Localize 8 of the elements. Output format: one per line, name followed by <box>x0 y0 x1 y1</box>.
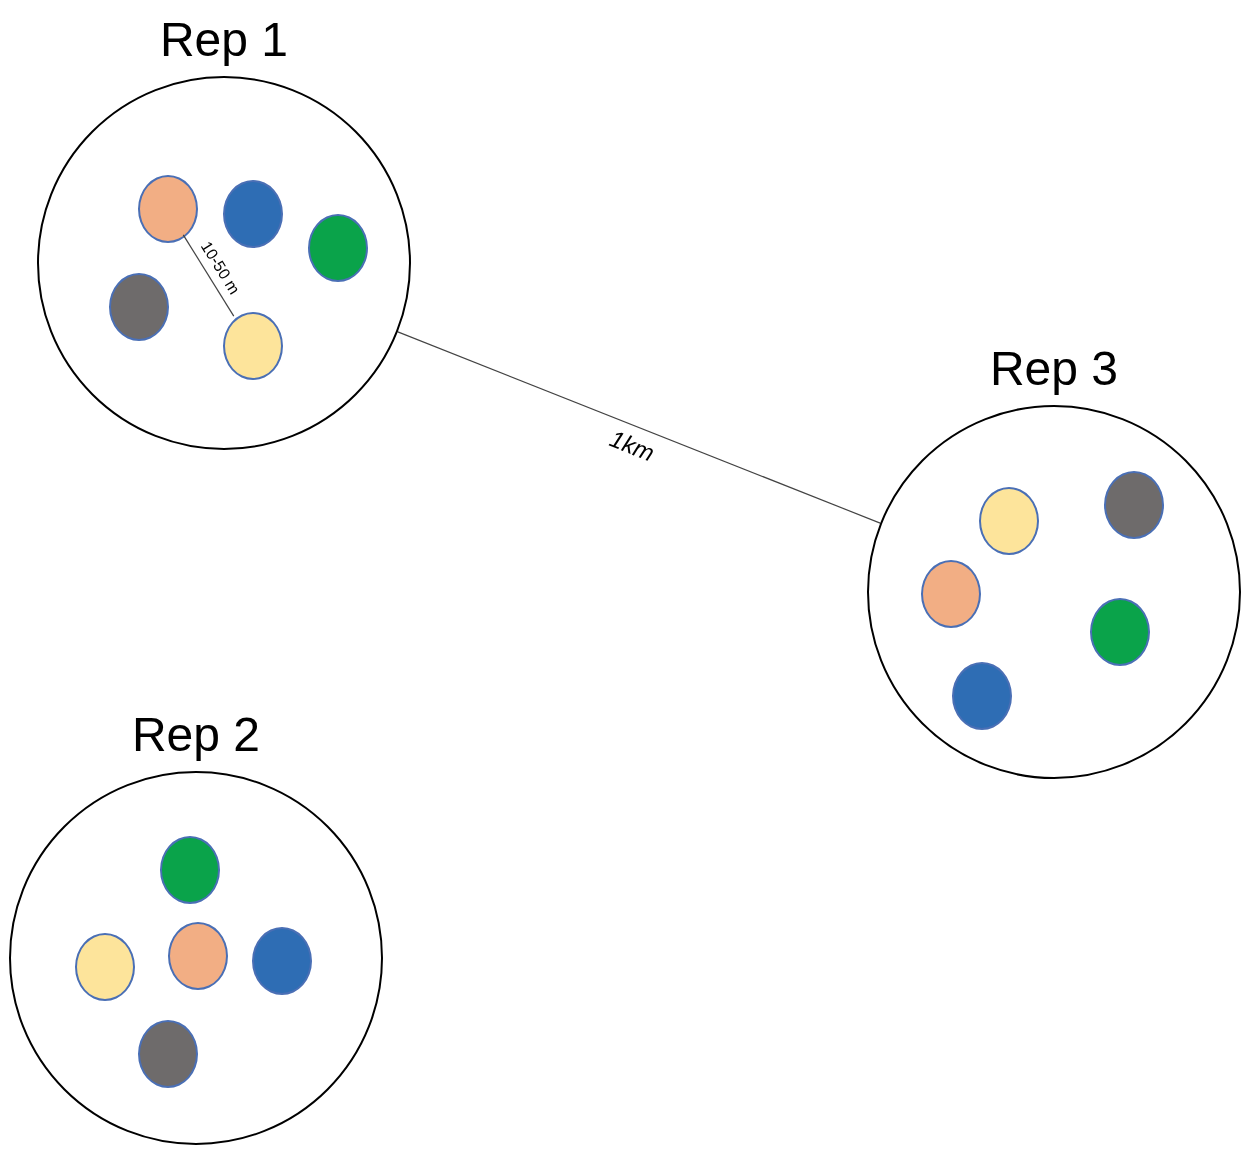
group-heading: Rep 3 <box>989 341 1119 397</box>
circle-marker <box>138 175 198 243</box>
circle-marker <box>223 312 283 380</box>
distance-line <box>182 234 235 317</box>
group-heading: Rep 1 <box>159 12 289 68</box>
edge-label: 1km <box>605 424 658 468</box>
distance-line <box>397 331 881 524</box>
group-heading: Rep 2 <box>131 707 261 763</box>
